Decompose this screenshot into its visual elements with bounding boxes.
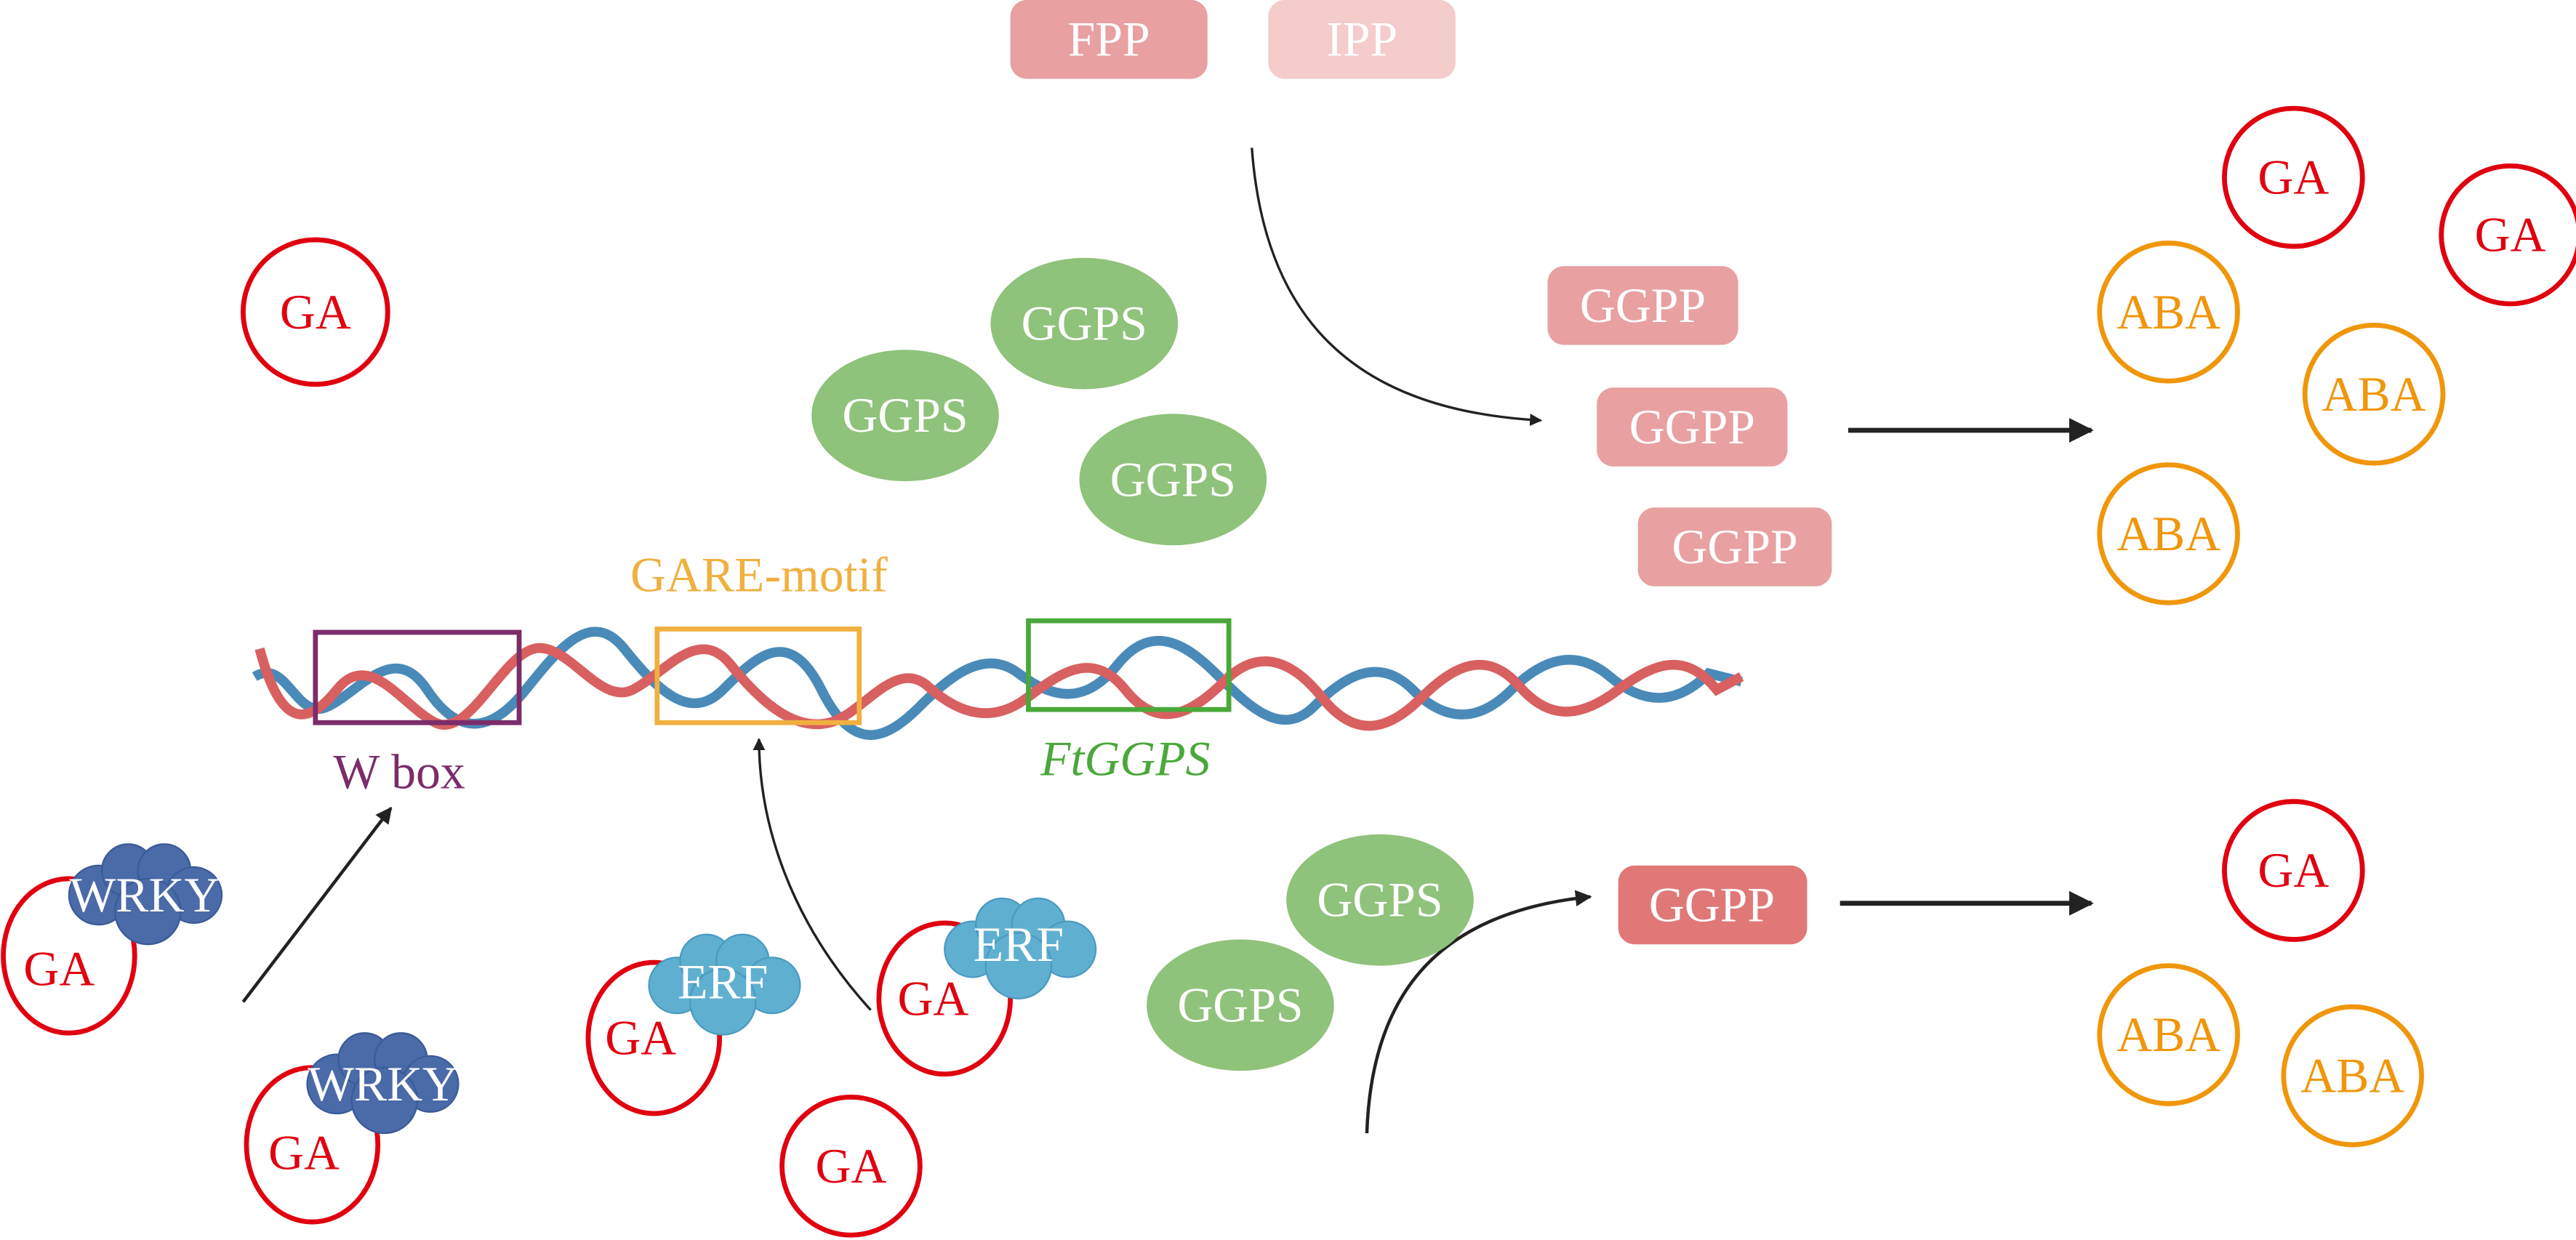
ga-label: GA: [897, 971, 968, 1026]
aba-label: ABA: [2116, 285, 2220, 339]
arrow-precursor-to-ggpp: [1251, 148, 1543, 427]
aba-label: ABA: [2116, 507, 2220, 561]
erf-factor: [648, 933, 801, 1036]
aba-molecule: ABA: [2281, 1004, 2424, 1148]
ggps-enzyme: GGPS: [990, 257, 1179, 390]
ipp-box: IPP: [1268, 0, 1456, 79]
gare-motif-label: GARE-motif: [630, 547, 888, 602]
ga-erf-complex: GA ERF: [876, 897, 1097, 1077]
ga-label: GA: [605, 1011, 676, 1066]
wrky-factor: [68, 843, 223, 946]
w-box-label: W box: [333, 745, 465, 800]
ggpp-label: GGPP: [1672, 520, 1797, 574]
ggpp-box: GGPP: [1618, 865, 1807, 945]
fpp-label: FPP: [1068, 12, 1150, 67]
aba-molecule: ABA: [2302, 323, 2446, 466]
arrow-ggps-to-ggpp: [1365, 890, 1592, 1134]
ga-wrky-complex: GA WRKY: [244, 1032, 460, 1225]
ipp-label: IPP: [1326, 12, 1397, 67]
aba-molecule: ABA: [2097, 462, 2240, 605]
ga-label: GA: [2258, 150, 2329, 205]
ga-label: GA: [280, 285, 351, 339]
ggps-label: GGPS: [1177, 978, 1303, 1032]
ggpp-box: GGPP: [1597, 387, 1788, 467]
aba-label: ABA: [2300, 1049, 2404, 1103]
wrky-label: WRKY: [69, 868, 220, 922]
ggpp-box: GGPP: [1637, 507, 1832, 587]
ftggps-gene-frame: [1026, 618, 1232, 712]
gare-motif-frame: [654, 627, 862, 725]
wrky-label: WRKY: [308, 1057, 458, 1111]
ga-label: GA: [23, 942, 95, 997]
ga-label: GA: [2475, 208, 2546, 262]
ggps-enzyme: GGPS: [1079, 414, 1267, 546]
ga-label: GA: [816, 1139, 887, 1193]
aba-molecule: ABA: [2097, 963, 2240, 1106]
ggps-enzyme: GGPS: [811, 350, 999, 482]
ga-molecule: GA: [2222, 105, 2365, 249]
ggps-label: GGPS: [842, 388, 968, 443]
w-box-motif-frame: [313, 629, 522, 725]
ggps-enzyme: GGPS: [1147, 939, 1334, 1071]
ggpp-label: GGPP: [1629, 400, 1755, 454]
ggpp-label: GGPP: [1580, 278, 1706, 333]
ga-molecule: GA: [2439, 163, 2576, 307]
ga-label: GA: [268, 1126, 340, 1180]
erf-label: ERF: [678, 955, 768, 1010]
ftggps-gene-label: FtGGPS: [1040, 731, 1210, 786]
ga-molecule: GA: [241, 237, 390, 387]
ga-label: GA: [2258, 843, 2329, 898]
arrow-erf-to-gare: [753, 738, 872, 1011]
ggpp-label: GGPP: [1649, 878, 1775, 933]
ggpp-box: GGPP: [1547, 266, 1738, 345]
aba-molecule: ABA: [2097, 241, 2240, 384]
erf-label: ERF: [974, 917, 1064, 972]
arrow-wrky-to-wbox: [241, 806, 393, 1003]
ga-molecule: GA: [779, 1095, 923, 1238]
ggps-label: GGPS: [1110, 452, 1236, 507]
ggps-label: GGPS: [1317, 873, 1443, 927]
erf-factor: [944, 897, 1097, 999]
aba-label: ABA: [2322, 367, 2426, 422]
dna-helix: [252, 627, 1744, 740]
ga-molecule: GA: [2222, 799, 2365, 942]
ga-erf-complex: GA ERF: [585, 933, 801, 1116]
ggps-enzyme: GGPS: [1286, 834, 1474, 966]
fpp-box: FPP: [1010, 0, 1208, 79]
aba-label: ABA: [2116, 1007, 2220, 1062]
ga-wrky-complex: GA WRKY: [1, 843, 223, 1036]
wrky-factor: [306, 1032, 460, 1135]
ggps-label: GGPS: [1022, 297, 1147, 351]
